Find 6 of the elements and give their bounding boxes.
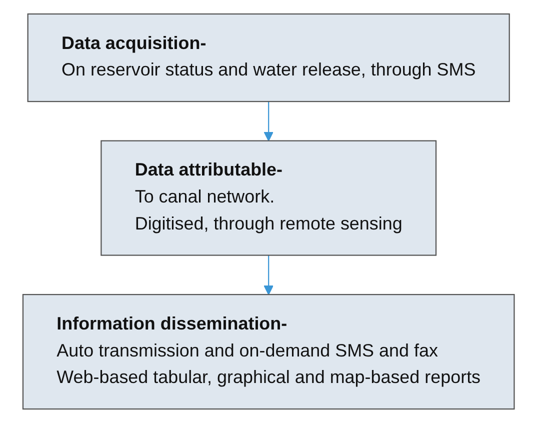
node-box xyxy=(22,294,515,410)
arrow xyxy=(264,102,274,142)
arrow xyxy=(264,255,274,295)
flowchart: Data acquisition- On reservoir status and water release, through SMS Data attributable- To canal network. Digitised, through remote sensing Information dissemination- Auto transmission and on-demand SMS and fax Web-based tabular, graphical and map-based reports xyxy=(14,5,524,418)
node-box xyxy=(27,13,510,102)
node-box xyxy=(100,140,436,256)
